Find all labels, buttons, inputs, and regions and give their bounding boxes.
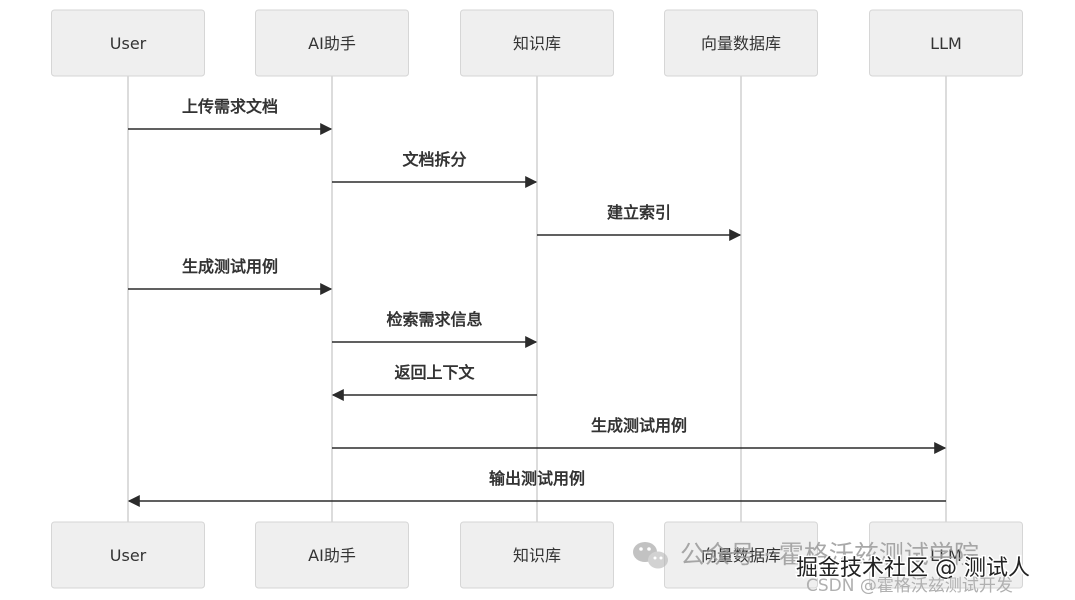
actor-label-ai: AI助手 bbox=[308, 546, 356, 565]
message-3: 建立索引 bbox=[537, 203, 742, 241]
actor-box-rect bbox=[51, 521, 205, 589]
actor-box-bottom-ai: AI助手 bbox=[255, 521, 409, 589]
message-label: 上传需求文档 bbox=[182, 97, 278, 116]
message-1: 上传需求文档 bbox=[128, 97, 333, 135]
message-5: 检索需求信息 bbox=[332, 310, 538, 348]
actor-box-top-llm: LLM bbox=[869, 9, 1023, 77]
juejin-watermark-text: 掘金技术社区 @ 测试人 bbox=[796, 556, 1030, 581]
message-8: 输出测试用例 bbox=[127, 469, 946, 507]
lifelines bbox=[127, 76, 947, 522]
actors-bottom: User AI助手 知识库 向量数据库 LLM bbox=[51, 521, 1023, 589]
actor-label-kb: 知识库 bbox=[513, 546, 561, 565]
actor-label-ai: AI助手 bbox=[308, 34, 356, 53]
actor-box-rect bbox=[664, 9, 818, 77]
actor-box-rect bbox=[460, 9, 614, 77]
actor-box-bottom-kb: 知识库 bbox=[460, 521, 614, 589]
actor-label-user: User bbox=[110, 34, 147, 53]
actor-box-bottom-llm: LLM bbox=[869, 521, 1023, 589]
actor-box-bottom-vdb: 向量数据库 bbox=[664, 521, 818, 589]
message-label: 生成测试用例 bbox=[182, 257, 278, 276]
actor-box-rect bbox=[255, 521, 409, 589]
messages: 上传需求文档文档拆分建立索引生成测试用例检索需求信息返回上下文生成测试用例输出测… bbox=[127, 97, 947, 507]
actor-box-rect bbox=[255, 9, 409, 77]
actor-box-rect bbox=[51, 9, 205, 77]
actor-box-top-kb: 知识库 bbox=[460, 9, 614, 77]
message-label: 检索需求信息 bbox=[386, 310, 482, 329]
actor-label-vdb: 向量数据库 bbox=[701, 34, 781, 53]
message-2: 文档拆分 bbox=[332, 150, 538, 188]
message-label: 返回上下文 bbox=[394, 363, 475, 382]
actor-box-bottom-user: User bbox=[51, 521, 205, 589]
actor-label-llm: LLM bbox=[930, 546, 962, 565]
message-label: 输出测试用例 bbox=[489, 469, 585, 488]
actor-box-top-vdb: 向量数据库 bbox=[664, 9, 818, 77]
message-7: 生成测试用例 bbox=[332, 416, 947, 454]
message-6: 返回上下文 bbox=[331, 363, 537, 401]
actor-box-rect bbox=[460, 521, 614, 589]
message-label: 生成测试用例 bbox=[591, 416, 687, 435]
actor-box-rect bbox=[869, 521, 1023, 589]
wechat-watermark-text: 公众号 · 霍格沃兹测试学院 bbox=[680, 540, 979, 569]
actor-label-user: User bbox=[110, 546, 147, 565]
wechat-icon bbox=[633, 542, 668, 569]
actor-box-top-ai: AI助手 bbox=[255, 9, 409, 77]
actor-label-llm: LLM bbox=[930, 34, 962, 53]
actor-label-kb: 知识库 bbox=[513, 34, 561, 53]
actor-label-vdb: 向量数据库 bbox=[701, 546, 781, 565]
message-label: 建立索引 bbox=[607, 203, 671, 222]
actor-box-rect bbox=[869, 9, 1023, 77]
actors-top: User AI助手 知识库 向量数据库 LLM bbox=[51, 9, 1023, 77]
message-4: 生成测试用例 bbox=[128, 257, 333, 295]
watermark: 公众号 · 霍格沃兹测试学院 掘金技术社区 @ 测试人 CSDN @霍格沃兹测试… bbox=[633, 540, 1032, 596]
actor-box-top-user: User bbox=[51, 9, 205, 77]
message-label: 文档拆分 bbox=[402, 150, 466, 169]
csdn-watermark-text: CSDN @霍格沃兹测试开发 bbox=[806, 576, 1013, 596]
